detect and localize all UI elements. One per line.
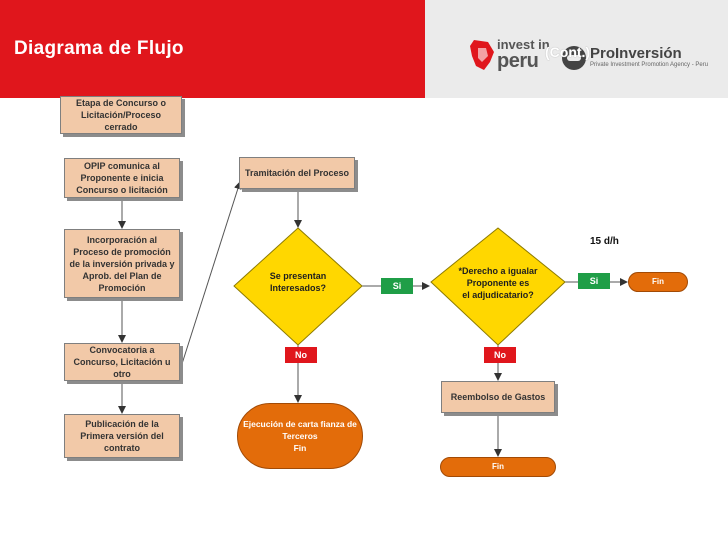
proinversion-name: ProInversión [590,45,682,62]
proinversion-logo: ProInversión Private Investment Promotio… [562,43,722,73]
proinversion-tagline: Private Investment Promotion Agency - Pe… [590,62,709,68]
no-badge-1: No [285,347,317,363]
step-opip-comunica: OPIP comunica al Proponente e inicia Con… [64,158,180,198]
reembolso-box: Reembolso de Gastos [441,381,555,413]
tramitacion-box: Tramitación del Proceso [239,157,355,189]
step-incorporacion: Incorporación al Proceso de promoción de… [64,229,180,298]
logo-peru-text: peru [497,50,539,72]
continuation-label: (Cont.) [545,44,591,60]
yes-badge-1: Si [381,278,413,294]
decision-igualar-text: *Derecho a igualar Proponente es el adju… [458,266,538,300]
fin-terminal-bottom: Fin [440,457,556,477]
page-title: Diagrama de Flujo [14,38,184,59]
no-badge-2: No [484,347,516,363]
decision-interesados-shape [233,227,363,346]
decision-interesados-text: Se presentan Interesados? [269,271,327,293]
stage-box: Etapa de Concurso o Licitación/Proceso c… [60,96,182,134]
ejecucion-terminal: Ejecución de carta fianza de Terceros Fi… [237,403,363,469]
fin-terminal-right: Fin [628,272,688,292]
decision-igualar-shape [430,227,566,346]
step-publicacion: Publicación de la Primera versión del co… [64,414,180,458]
proinversion-icon [562,46,586,70]
invest-in-peru-logo: invest in peru [468,36,583,76]
arrow-to-tramitacion [180,181,242,368]
peru-map-icon [470,40,494,70]
duration-label: 15 d/h [590,236,619,247]
yes-badge-2: Si [578,273,610,289]
logo-invest-text: invest in [497,37,550,52]
step-convocatoria: Convocatoria a Concurso, Licitación u ot… [64,343,180,381]
